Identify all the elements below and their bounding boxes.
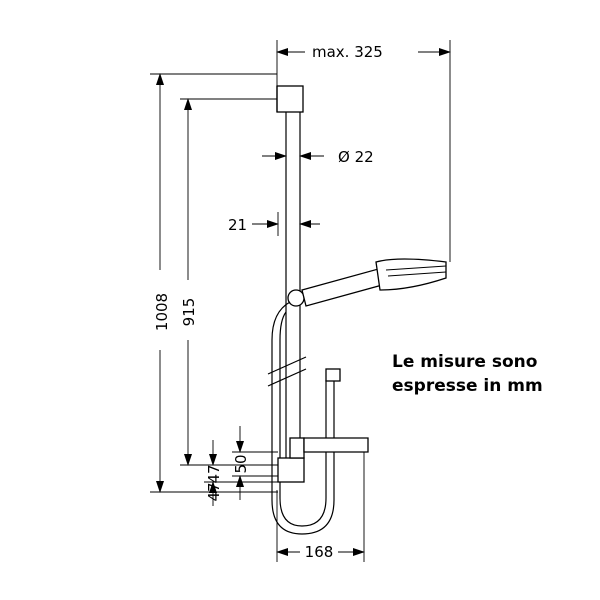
shelf-clamp: [289, 437, 305, 459]
top-wall-bracket: [276, 85, 304, 113]
units-note: Le misure sono espresse in mm: [392, 350, 592, 398]
dimension-rail-offset: 21: [228, 212, 320, 236]
dimension-max-reach-label: max. 325: [312, 43, 383, 61]
break-mark: [267, 356, 307, 375]
hand-shower-handle: [301, 267, 387, 307]
hose: [271, 301, 335, 535]
dimension-total-height-label: 1008: [153, 293, 171, 331]
units-note-line-1: Le misure sono: [392, 352, 538, 372]
shower-set-outline: [267, 85, 447, 535]
dimension-bottom-offset-a: 47 47: [204, 440, 278, 506]
dimension-bottom-offset-a-label-lower: 47: [205, 482, 223, 501]
break-mark: [267, 368, 307, 387]
dimension-max-reach: max. 325: [276, 40, 451, 262]
dimension-total-height: 1008: [150, 73, 278, 493]
dimension-bottom-offset-b-label: 50: [232, 454, 250, 473]
dimension-width: 168: [276, 452, 365, 562]
dimension-bottom-offset-b: 50: [232, 426, 278, 500]
dimension-rail-height: 915: [180, 98, 278, 466]
dimension-rail-offset-label: 21: [228, 216, 247, 234]
slider-knob: [287, 289, 305, 307]
hose-connector: [325, 368, 341, 382]
dimension-width-label: 168: [305, 543, 334, 561]
dimension-diameter: Ø 22: [262, 148, 374, 166]
dimension-rail-height-label: 915: [180, 298, 198, 327]
bottom-wall-bracket: [277, 457, 305, 483]
units-note-line-2: espresse in mm: [392, 376, 543, 396]
dimension-diameter-label: Ø 22: [338, 148, 374, 166]
dimension-bottom-offset-a-label: 47: [205, 464, 223, 483]
shelf: [303, 437, 369, 453]
